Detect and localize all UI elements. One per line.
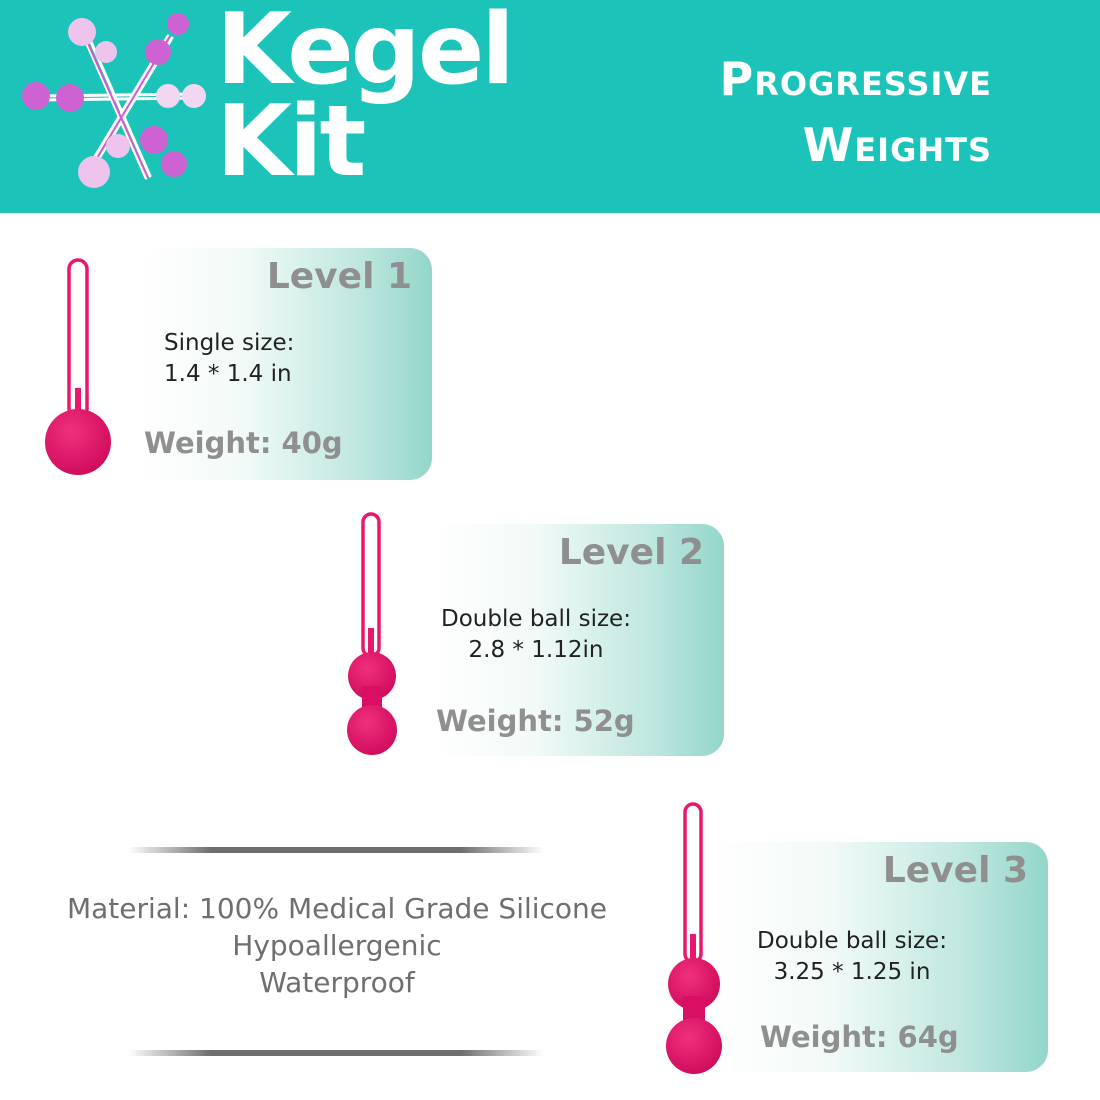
material-info: Material: 100% Medical Grade Silicone Hy…: [22, 890, 652, 1001]
kegel-balls-star-icon: [22, 13, 206, 188]
tagline-line-2: Weights: [802, 118, 992, 172]
divider-top: [128, 847, 544, 853]
level-2-size-value: 2.8 * 1.12in: [468, 637, 604, 663]
material-line: Material: 100% Medical Grade Silicone: [66, 892, 608, 925]
double-kegel-ball-icon: [666, 802, 722, 1074]
hypoallergenic-line: Hypoallergenic: [232, 929, 442, 962]
level-1-title: Level 1: [266, 256, 412, 297]
level-3-size: Double ball size: 3.25 * 1.25 in: [732, 926, 972, 988]
brand-line-2: Kit: [216, 85, 366, 199]
double-kegel-ball-icon: [347, 512, 397, 755]
header-banner: Kegel Kit Progressive Weights: [0, 0, 1100, 213]
level-3-size-value: 3.25 * 1.25 in: [773, 959, 931, 985]
tagline-line-1: Progressive: [719, 52, 992, 106]
level-2-card: Level 2 Double ball size: 2.8 * 1.12in W…: [432, 524, 724, 756]
level-1-size-value: 1.4 * 1.4 in: [164, 361, 292, 387]
level-2-weight: Weight: 52g: [436, 704, 635, 738]
level-1-card: Level 1 Single size: 1.4 * 1.4 in Weight…: [140, 248, 432, 480]
divider-bottom: [128, 1050, 544, 1056]
level-3-size-label: Double ball size:: [757, 928, 947, 954]
waterproof-line: Waterproof: [259, 966, 415, 999]
level-2-title: Level 2: [558, 532, 704, 573]
tagline: Progressive Weights: [719, 46, 992, 178]
level-1-size: Single size: 1.4 * 1.4 in: [164, 328, 294, 390]
level-3-title: Level 3: [882, 850, 1028, 891]
brand-title: Kegel Kit: [216, 0, 515, 199]
level-2-size: Double ball size: 2.8 * 1.12in: [426, 604, 646, 666]
level-2-size-label: Double ball size:: [441, 606, 631, 632]
level-1-size-label: Single size:: [164, 330, 295, 356]
brand-line-1: Kegel: [216, 0, 515, 107]
level-3-weight: Weight: 64g: [760, 1020, 959, 1054]
level-3-card: Level 3 Double ball size: 3.25 * 1.25 in…: [712, 842, 1048, 1072]
level-1-weight: Weight: 40g: [144, 426, 343, 460]
single-kegel-ball-icon: [45, 258, 111, 475]
